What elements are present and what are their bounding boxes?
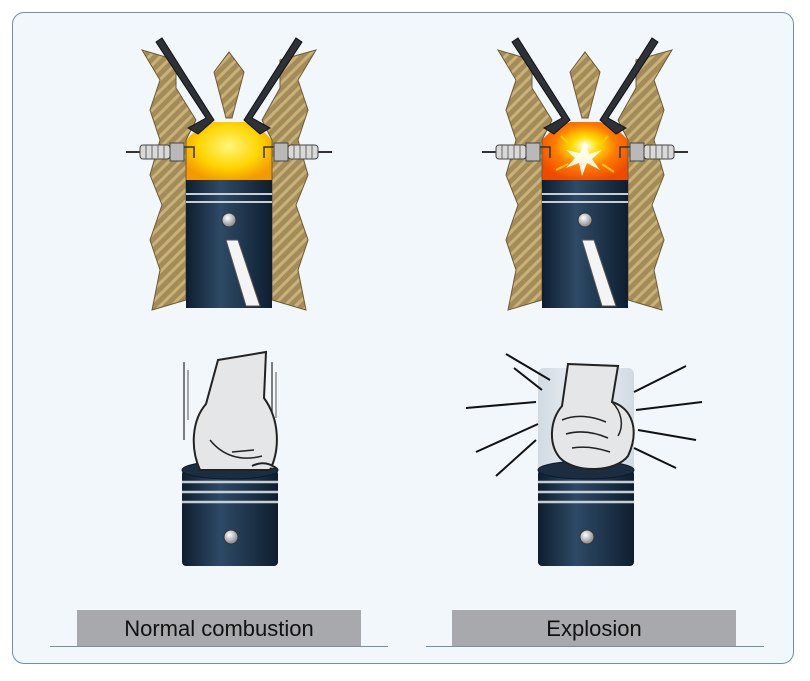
normal-combustion-engine — [125, 37, 333, 311]
caption-underline-left — [50, 646, 388, 647]
caption-underline-right — [426, 646, 764, 647]
caption-explosion: Explosion — [452, 610, 736, 647]
explosion-engine — [481, 37, 689, 311]
caption-normal-combustion: Normal combustion — [77, 610, 361, 647]
figure-frame — [12, 12, 794, 664]
hand-pushing-piston — [180, 350, 280, 568]
fist-striking-piston — [465, 353, 703, 568]
